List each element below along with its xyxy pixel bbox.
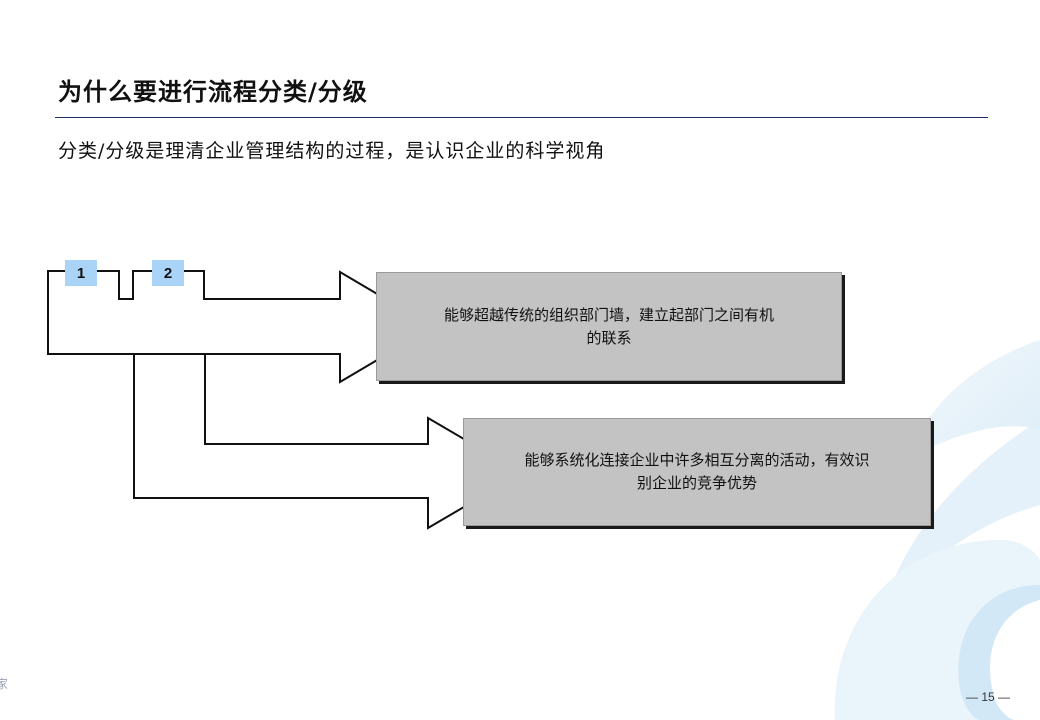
step-tab-1: 1: [65, 260, 97, 286]
arrow-1: [47, 270, 435, 384]
page-number: — 15 —: [966, 690, 1011, 704]
step-tab-2: 2: [152, 260, 184, 286]
description-box-2: 能够系统化连接企业中许多相互分离的活动，有效识 别企业的竞争优势: [463, 418, 931, 526]
description-box-1: 能够超越传统的组织部门墙，建立起部门之间有机 的联系: [376, 272, 842, 381]
edge-text-fragment: 家: [0, 677, 9, 691]
title-divider: [55, 117, 988, 118]
box-2-line-1: 能够系统化连接企业中许多相互分离的活动，有效识: [524, 451, 870, 469]
box-2-line-2: 别企业的竞争优势: [636, 474, 757, 492]
page-title: 为什么要进行流程分类/分级: [58, 78, 368, 106]
box-1-line-1: 能够超越传统的组织部门墙，建立起部门之间有机: [443, 305, 774, 324]
page-subtitle: 分类/分级是理清企业管理结构的过程，是认识企业的科学视角: [58, 140, 606, 162]
box-1-line-2: 的联系: [586, 328, 632, 347]
